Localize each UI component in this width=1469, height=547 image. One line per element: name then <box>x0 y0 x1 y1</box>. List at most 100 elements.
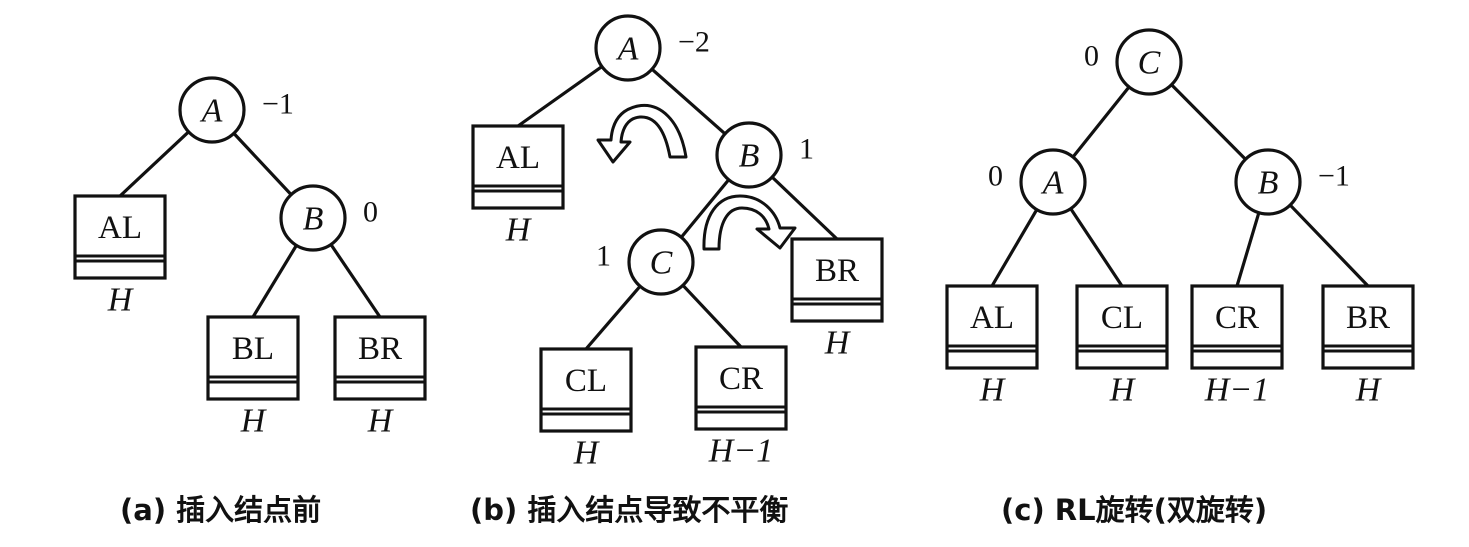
subtree-box <box>333 315 427 401</box>
balance-factor: −1 <box>1318 160 1350 193</box>
subtree-box <box>471 124 565 210</box>
balance-factor: −1 <box>262 88 294 121</box>
subtree-b-BR: BR H <box>790 237 884 362</box>
node-circle <box>627 228 695 296</box>
subtree-height: H <box>240 403 268 440</box>
subtree-label: CR <box>1215 300 1259 336</box>
node-circle <box>1234 148 1302 216</box>
edge-c-B-BR <box>1289 203 1370 288</box>
node-label: B <box>1258 165 1279 202</box>
subtree-box <box>1075 284 1169 370</box>
subtree-label: CR <box>719 361 763 397</box>
node-label: B <box>739 138 760 175</box>
subtree-height: H−1 <box>708 433 774 470</box>
edge-a-B-BR <box>329 243 382 318</box>
node-label: B <box>303 201 324 238</box>
balance-factor: 1 <box>596 240 611 273</box>
balance-factor: 0 <box>1084 40 1099 73</box>
subtree-box <box>73 194 167 280</box>
subtree-box <box>694 345 788 431</box>
tree-node-b-A: A −2 <box>594 14 710 82</box>
subtree-height: H <box>107 282 135 319</box>
subtree-c-AL: AL H <box>945 284 1039 409</box>
tree-node-c-A: A0 <box>988 148 1087 216</box>
subtree-label: CL <box>565 363 607 399</box>
edge-b-A-AL <box>517 65 603 128</box>
edge-a-A-B <box>232 132 293 196</box>
caption-b: (b) 插入结点导致不平衡 <box>470 493 788 527</box>
subtree-box <box>790 237 884 323</box>
subtree-c-CL: CL H <box>1075 284 1169 409</box>
tree-node-b-C: C1 <box>596 228 695 296</box>
subtree-box <box>1190 284 1284 370</box>
edge-c-C-B <box>1170 83 1247 161</box>
rotate-left-icon <box>596 103 688 164</box>
subtree-b-CL: CL H <box>539 347 633 472</box>
subtree-label: BR <box>358 331 402 367</box>
balance-factor: 0 <box>988 160 1003 193</box>
subtree-a-BL: BL H <box>206 315 300 440</box>
rotate-right-icon <box>702 194 797 251</box>
caption-a: (a) 插入结点前 <box>120 493 321 527</box>
edge-b-B-C <box>680 178 730 239</box>
edge-b-B-BR <box>771 175 839 241</box>
subtree-label: AL <box>98 210 142 246</box>
edge-c-A-CL <box>1069 207 1124 287</box>
subtree-height: H <box>1109 372 1137 409</box>
tree-node-a-A: A −1 <box>178 76 294 144</box>
node-label: C <box>650 245 673 282</box>
subtree-height: H <box>505 212 533 249</box>
subtree-height: H <box>1355 372 1383 409</box>
node-label: A <box>1041 165 1064 202</box>
subtree-label: BL <box>232 331 274 367</box>
subtree-label: CL <box>1101 300 1143 336</box>
node-label: C <box>1138 45 1161 82</box>
balance-factor: −2 <box>678 26 710 59</box>
subtree-box <box>1321 284 1415 370</box>
subtree-label: BR <box>815 253 859 289</box>
caption-c: (c) RL旋转(双旋转) <box>1001 493 1267 527</box>
subtree-label: AL <box>496 140 540 176</box>
subtree-height: H <box>979 372 1007 409</box>
edge-b-A-B <box>650 67 727 136</box>
node-circle <box>715 121 783 189</box>
subtree-box <box>539 347 633 433</box>
subtree-height: H <box>824 325 852 362</box>
subtree-a-AL: AL H <box>73 194 167 319</box>
subtree-label: BR <box>1346 300 1390 336</box>
edge-b-C-CL <box>584 285 642 351</box>
subtree-b-CR: CR H−1 <box>694 345 788 470</box>
subtree-label: AL <box>970 300 1014 336</box>
tree-node-c-C: C0 <box>1084 28 1183 96</box>
node-circle <box>1019 148 1087 216</box>
node-circle <box>594 14 662 82</box>
subtree-height: H <box>367 403 395 440</box>
balance-factor: 1 <box>799 133 814 166</box>
node-label: A <box>200 93 223 130</box>
subtree-a-BR: BR H <box>333 315 427 440</box>
edge-c-C-A <box>1071 85 1131 159</box>
subtree-height: H−1 <box>1204 372 1270 409</box>
node-circle <box>279 184 347 252</box>
edge-b-C-CR <box>681 284 743 349</box>
subtree-c-BR: BR H <box>1321 284 1415 409</box>
node-circle <box>178 76 246 144</box>
node-circle <box>1115 28 1183 96</box>
subtree-b-AL: AL H <box>471 124 565 249</box>
node-label: A <box>616 31 639 68</box>
subtree-box <box>945 284 1039 370</box>
edge-a-A-AL <box>118 130 190 198</box>
tree-node-c-B: B −1 <box>1234 148 1350 216</box>
subtree-c-CR: CR H−1 <box>1190 284 1284 409</box>
balance-factor: 0 <box>363 196 378 229</box>
edge-c-B-CR <box>1235 212 1261 287</box>
subtree-height: H <box>573 435 601 472</box>
edge-c-A-AL <box>990 208 1039 287</box>
edge-a-B-BL <box>251 244 298 318</box>
